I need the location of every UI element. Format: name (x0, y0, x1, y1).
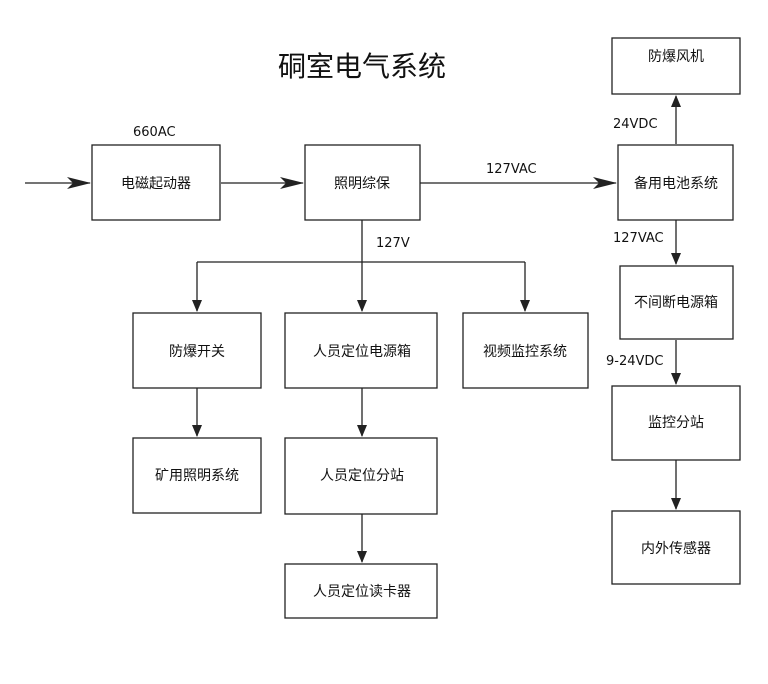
node-em-starter-label: 电磁起动器 (121, 176, 191, 192)
node-personnel-power-box: 人员定位电源箱 (284, 312, 438, 389)
node-lighting-protector-label: 照明综保 (334, 176, 390, 192)
node-ups-box: 不间断电源箱 (619, 265, 734, 340)
node-personnel-reader-label: 人员定位读卡器 (313, 583, 411, 600)
label-127vac-main: 127VAC (486, 162, 537, 177)
node-explosion-switch: 防爆开关 (132, 312, 262, 389)
label-127v: 127V (376, 236, 410, 251)
node-internal-external-sensor-label: 内外传感器 (641, 540, 711, 557)
node-monitor-substation-label: 监控分站 (648, 415, 704, 431)
label-127vac-ups: 127VAC (613, 231, 664, 246)
node-personnel-reader: 人员定位读卡器 (284, 563, 438, 619)
node-backup-battery: 备用电池系统 (617, 144, 734, 221)
label-660ac: 660AC (133, 125, 176, 140)
node-explosion-switch-label: 防爆开关 (169, 344, 225, 360)
node-em-starter: 电磁起动器 (91, 144, 221, 221)
node-mine-lighting: 矿用照明系统 (132, 437, 262, 514)
node-personnel-substation-label: 人员定位分站 (320, 468, 404, 484)
node-explosion-fan-label: 防爆风机 (648, 49, 704, 65)
node-internal-external-sensor: 内外传感器 (611, 510, 741, 585)
node-personnel-power-box-label: 人员定位电源箱 (313, 344, 411, 360)
node-mine-lighting-label: 矿用照明系统 (155, 468, 239, 484)
node-video-monitoring-label: 视频监控系统 (483, 344, 567, 360)
node-personnel-substation: 人员定位分站 (284, 437, 438, 515)
node-ups-box-label: 不间断电源箱 (634, 295, 718, 311)
node-lighting-protector: 照明综保 (304, 144, 421, 221)
node-monitor-substation: 监控分站 (611, 385, 741, 461)
label-9-24vdc: 9-24VDC (606, 354, 663, 369)
node-backup-battery-label: 备用电池系统 (634, 175, 718, 192)
node-video-monitoring: 视频监控系统 (462, 312, 589, 389)
label-24vdc: 24VDC (613, 117, 658, 132)
node-explosion-fan: 防爆风机 (611, 37, 741, 95)
diagram-title: 硐室电气系统 (278, 50, 446, 83)
